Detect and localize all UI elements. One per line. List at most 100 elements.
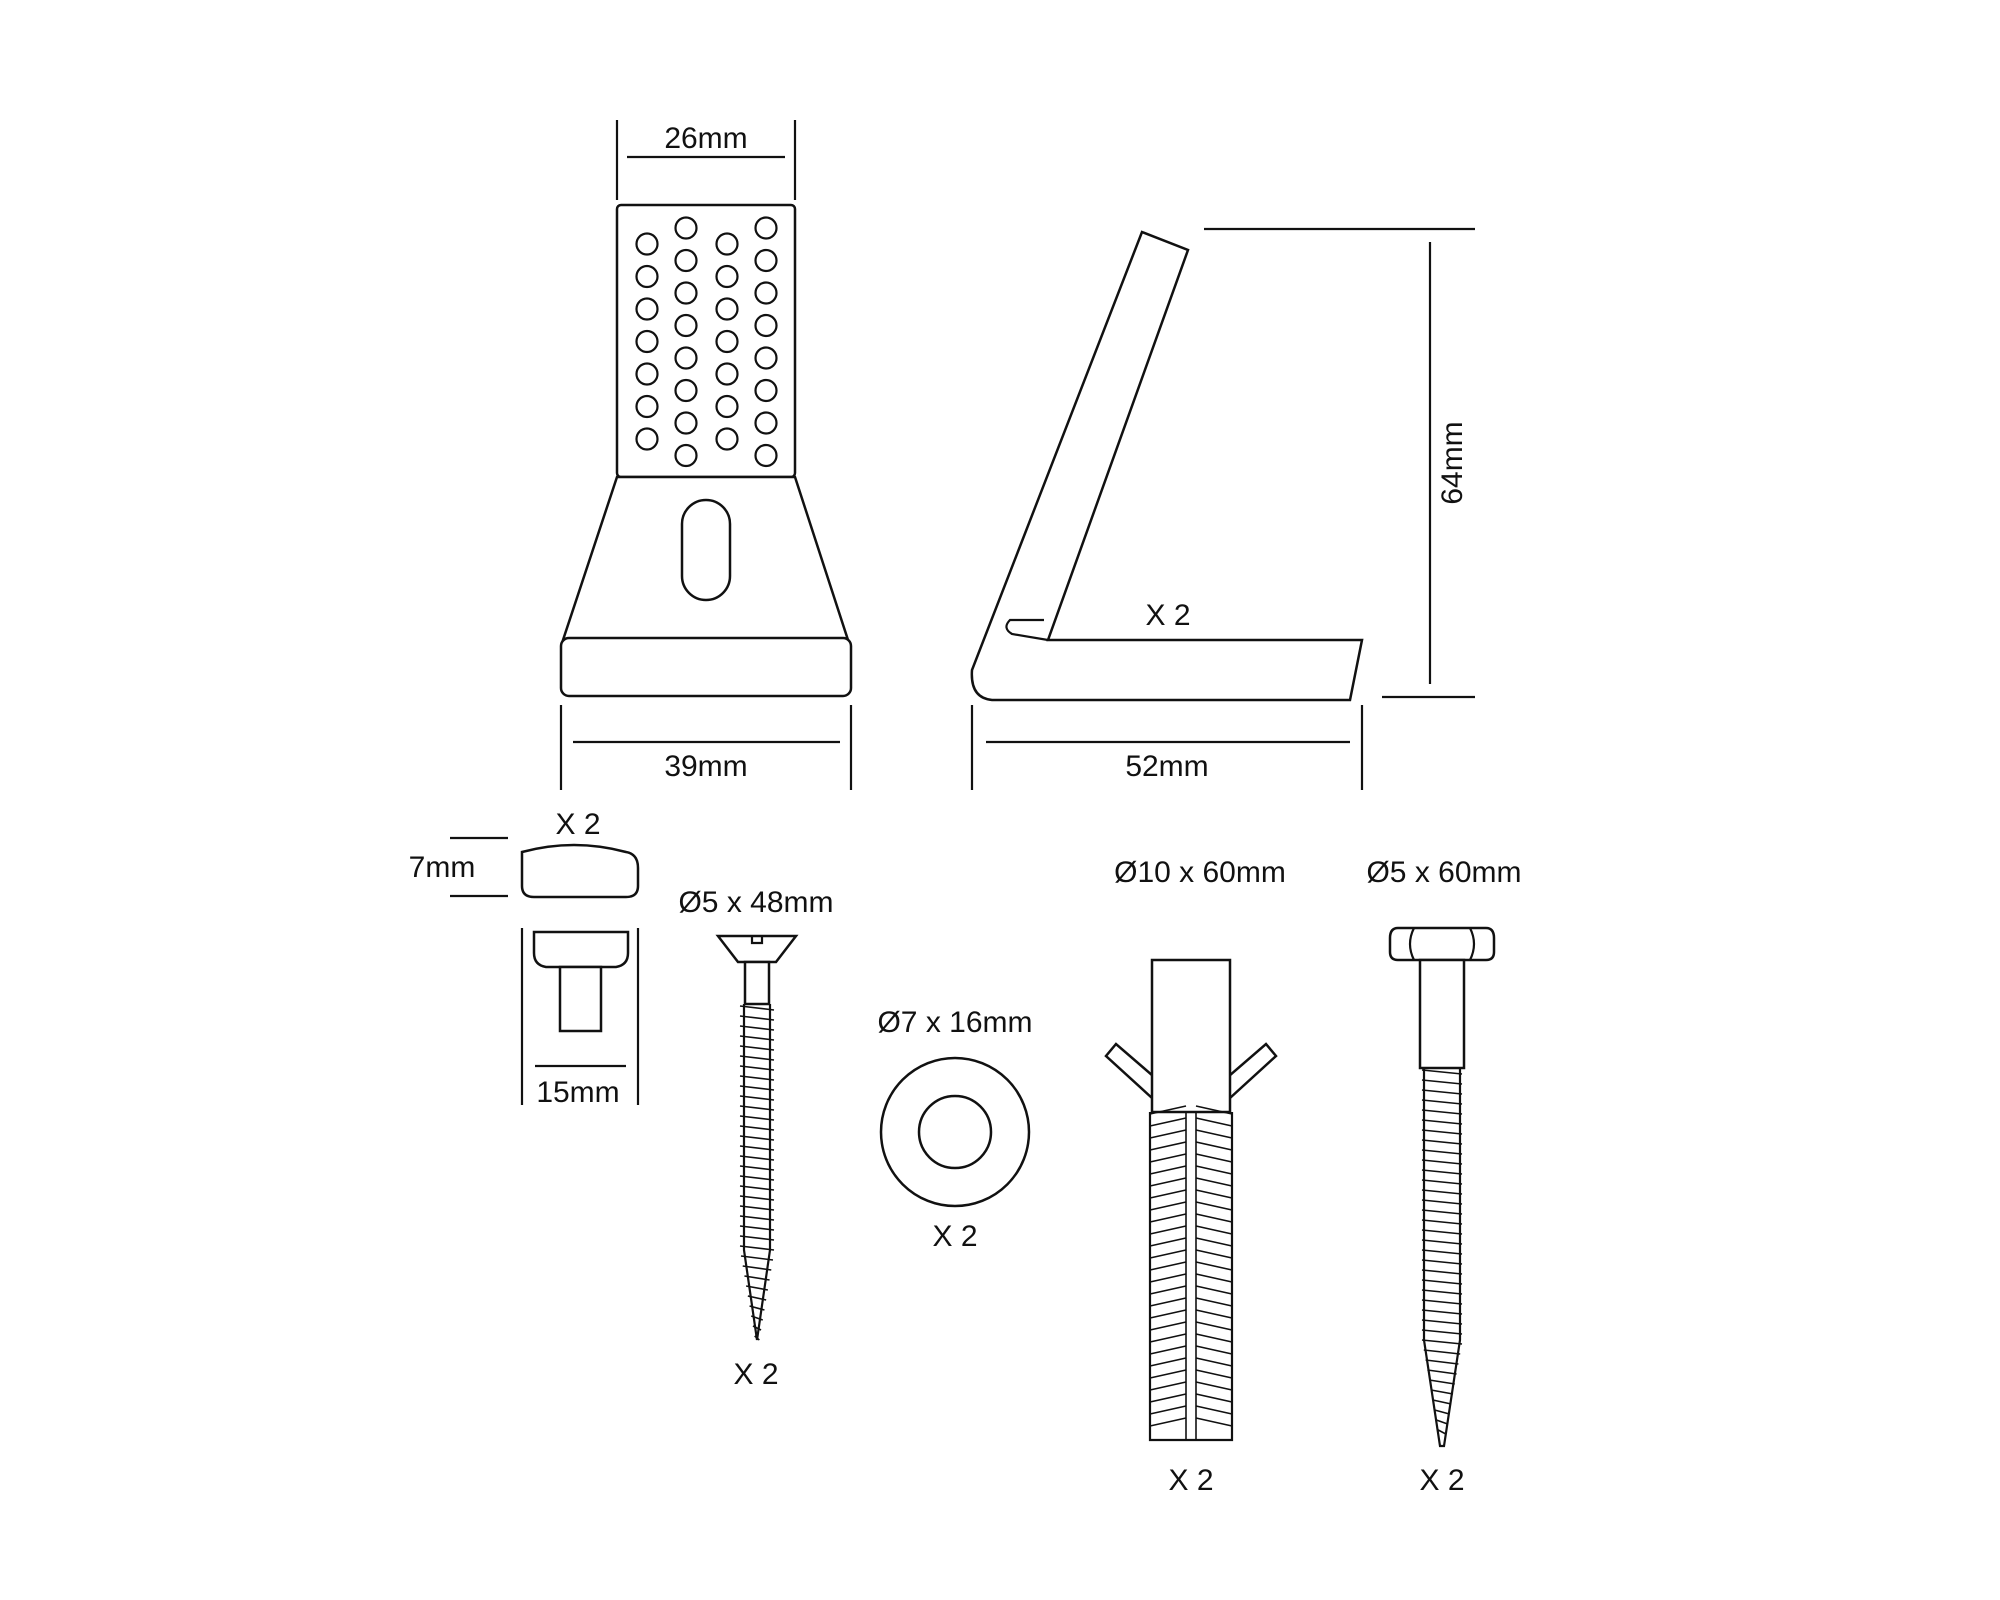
perforation-hole xyxy=(754,281,778,305)
bracket-side-view: 64mm 52mm X 2 xyxy=(970,227,1475,790)
thread-line xyxy=(739,1095,775,1101)
wood-screw-size: Ø5 x 48mm xyxy=(678,886,833,919)
plug-fin xyxy=(1149,1261,1233,1271)
slot-hole xyxy=(680,498,732,602)
screw-countersunk-head xyxy=(715,934,799,964)
wall-plug-size: Ø10 x 60mm xyxy=(1114,856,1286,889)
thread-line xyxy=(739,1035,775,1041)
perforation-hole xyxy=(754,346,778,370)
thread-line xyxy=(739,1175,775,1181)
dim-label-top-width: 26mm xyxy=(664,122,747,155)
thread-line xyxy=(1421,1209,1463,1215)
plug-fin xyxy=(1149,1153,1233,1163)
thread-line xyxy=(1430,1389,1454,1395)
perforation-hole xyxy=(674,411,698,435)
perforation-hole xyxy=(715,362,739,386)
perforation-hole xyxy=(635,394,659,419)
thread-line xyxy=(739,1245,775,1251)
perforation-hole xyxy=(674,313,698,338)
perforation-hole xyxy=(754,248,778,273)
plug-fin xyxy=(1149,1117,1233,1127)
bolt-hex-head xyxy=(1388,926,1496,962)
thread-line xyxy=(1434,1409,1450,1415)
thread-line xyxy=(1421,1089,1463,1095)
washer-hole xyxy=(917,1094,993,1170)
cap-quantity: X 2 xyxy=(555,808,600,841)
thread-line xyxy=(1421,1179,1463,1185)
plug-fin xyxy=(1149,1213,1233,1223)
perforation-hole xyxy=(635,329,659,354)
perforation-hole xyxy=(635,427,659,451)
cap-top-view xyxy=(520,843,640,899)
thread-line xyxy=(1427,1369,1457,1375)
thread-line xyxy=(739,1225,775,1231)
thread-line xyxy=(1421,1279,1463,1285)
perforation-hole xyxy=(715,264,739,289)
thread-line xyxy=(1421,1219,1463,1225)
plug-fin xyxy=(1149,1177,1233,1187)
bracket-notch xyxy=(1005,618,1049,642)
wood-screw: Ø5 x 48mm X 2 xyxy=(678,886,833,1391)
thread-line xyxy=(1421,1189,1463,1195)
bracket-quantity: X 2 xyxy=(1145,599,1190,632)
thread-line xyxy=(1432,1399,1452,1405)
thread-line xyxy=(739,1165,775,1171)
plug-fin xyxy=(1149,1405,1233,1415)
perforation-hole xyxy=(635,232,659,256)
thread-line xyxy=(739,1125,775,1131)
thread-line xyxy=(1421,1149,1463,1155)
thread-line xyxy=(739,1235,775,1241)
plug-fin xyxy=(1149,1345,1233,1355)
plug-fin xyxy=(1149,1141,1233,1151)
thread-line xyxy=(1421,1109,1463,1115)
thread-line xyxy=(1421,1139,1463,1145)
perforation-hole xyxy=(715,232,739,256)
plug-fin xyxy=(1149,1249,1233,1259)
perforation-hole xyxy=(635,264,659,289)
thread-line xyxy=(739,1215,775,1221)
cap-width-label: 15mm xyxy=(536,1076,619,1109)
plug-fin xyxy=(1149,1105,1233,1115)
thread-line xyxy=(1421,1099,1463,1105)
plug-fins xyxy=(1148,1105,1234,1442)
perforation-hole xyxy=(715,427,739,451)
plug-fin xyxy=(1149,1129,1233,1139)
thread-line xyxy=(1421,1309,1463,1315)
perforation-hole xyxy=(715,329,739,354)
thread-line xyxy=(1421,1259,1463,1265)
perforation-hole xyxy=(674,248,698,273)
plug-fin xyxy=(1149,1393,1233,1403)
thread-line xyxy=(739,1135,775,1141)
perforation-hole xyxy=(715,394,739,419)
thread-line xyxy=(1421,1239,1463,1245)
perforation-hole xyxy=(674,216,698,240)
hex-bolt-quantity: X 2 xyxy=(1419,1464,1464,1497)
perforation-hole xyxy=(635,362,659,386)
plug-collar xyxy=(1150,958,1232,1114)
screw-shank xyxy=(743,960,771,1006)
thread-line xyxy=(739,1065,775,1071)
dim-label-base-width: 39mm xyxy=(664,750,747,783)
cap-height-label: 7mm xyxy=(409,851,476,884)
thread-line xyxy=(739,1045,775,1051)
bolt-outline xyxy=(1422,1068,1462,1448)
perforation-hole xyxy=(674,281,698,305)
thread-line xyxy=(739,1055,775,1061)
perforation-hole xyxy=(635,297,659,321)
wood-screw-quantity: X 2 xyxy=(733,1358,778,1391)
plug-fin xyxy=(1149,1417,1233,1427)
screw-outline xyxy=(742,1004,772,1341)
plug-fin xyxy=(1149,1273,1233,1283)
thread-line xyxy=(1429,1379,1455,1385)
bolt-head-facets xyxy=(1408,927,1476,961)
plug-fin xyxy=(1149,1237,1233,1247)
thread-line xyxy=(1421,1079,1463,1085)
plug-fin xyxy=(1149,1285,1233,1295)
screw-threads xyxy=(739,1004,775,1341)
perforation-hole xyxy=(754,313,778,338)
thread-line xyxy=(739,1105,775,1111)
thread-line xyxy=(1421,1269,1463,1275)
dim-label-height: 64mm xyxy=(1436,421,1469,504)
bolt-threads xyxy=(1421,1068,1463,1448)
